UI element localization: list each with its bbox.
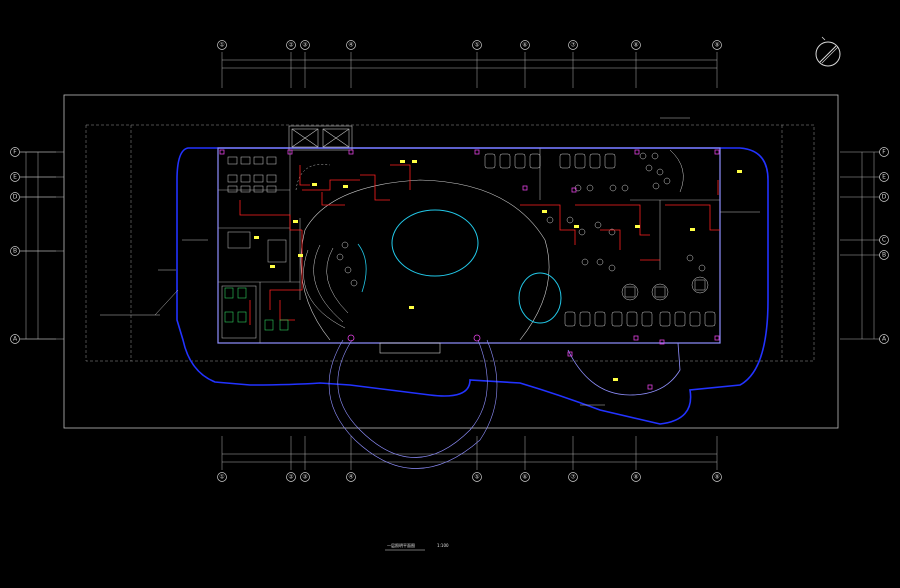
- grid-bubble-left-1: F: [10, 147, 20, 157]
- grid-bubble-left-3: D: [10, 192, 20, 202]
- grid-bubble-bottom-2: ②: [286, 472, 296, 482]
- grid-bubble-bottom-8-label: ⑧: [633, 474, 638, 481]
- grid-bubble-bottom-3-label: ③: [302, 474, 307, 481]
- grid-bubble-top-5-label: ⑤: [474, 42, 479, 49]
- grid-axis-left: F E D B A: [10, 147, 64, 344]
- landscape-outline: [176, 147, 769, 425]
- grid-bubble-bottom-5-label: ⑤: [474, 474, 479, 481]
- spiral-stair: [303, 241, 367, 329]
- grid-axis-right: F E D C B A: [879, 147, 889, 344]
- grid-bubble-bottom-9: ⑨: [712, 472, 722, 482]
- grid-bubble-top-2: ②: [286, 40, 296, 50]
- grid-bubble-top-7-label: ⑦: [570, 42, 576, 49]
- lighting-circuits: [239, 164, 720, 325]
- grid-bubble-left-4: B: [10, 246, 20, 256]
- grid-bubble-left-5: A: [10, 334, 20, 344]
- drawing-title: 一层照明平面图: [387, 542, 415, 548]
- grid-bubble-bottom-8: ⑧: [631, 472, 641, 482]
- bottom-dimension-chain: [221, 436, 718, 470]
- grid-bubble-top-1: ①: [217, 40, 227, 50]
- grid-bubble-bottom-6-label: ⑥: [522, 474, 527, 481]
- grid-bubble-bottom-4-label: ④: [348, 474, 353, 481]
- north-arrow-icon: [815, 36, 841, 67]
- left-dimension-chain: [20, 151, 56, 340]
- grid-bubble-top-6-label: ⑥: [522, 42, 527, 49]
- grid-bubble-bottom-4: ④: [346, 472, 356, 482]
- grid-bubble-right-6: A: [879, 334, 889, 344]
- grid-bubble-right-2: E: [879, 172, 889, 182]
- grid-bubble-top-8-label: ⑧: [633, 42, 638, 49]
- building-outline: [217, 147, 721, 344]
- central-hall-dash: [295, 164, 331, 191]
- grid-bubble-bottom-9-label: ⑨: [714, 474, 719, 481]
- grid-bubble-right-4: C: [879, 235, 889, 245]
- grid-bubble-top-2-label: ②: [288, 42, 294, 49]
- inner-boundary-dashed: [85, 124, 815, 362]
- grid-bubble-left-5-label: A: [13, 336, 18, 343]
- seating-bottom: [564, 311, 716, 327]
- restroom-fixtures: [224, 287, 289, 331]
- grid-bubble-right-6-label: A: [882, 336, 887, 343]
- grid-bubble-top-3-label: ③: [302, 42, 307, 49]
- entrance-plaza: [328, 339, 498, 469]
- grid-bubble-left-3-label: D: [13, 194, 18, 201]
- drawing-title-block: 一层照明平面图 1:100: [385, 542, 449, 551]
- grid-bubble-bottom-1: ①: [217, 472, 227, 482]
- annotation-leaders: [100, 117, 760, 406]
- grid-bubble-top-9-label: ⑨: [714, 42, 719, 49]
- grid-bubble-top-6: ⑥: [520, 40, 530, 50]
- grid-bubble-left-2-label: E: [13, 174, 17, 181]
- central-ellipse: [391, 209, 479, 277]
- terrace-curve: [567, 342, 681, 396]
- grid-bubble-bottom-3: ③: [300, 472, 310, 482]
- grid-axis-bottom: ① ② ③ ④ ⑤ ⑥ ⑦ ⑧ ⑨: [217, 472, 722, 482]
- drawing-scale: 1:100: [437, 543, 449, 548]
- grid-bubble-left-4-label: B: [13, 248, 17, 255]
- top-dimension-chain: [221, 52, 718, 88]
- grid-bubble-right-5: B: [879, 250, 889, 260]
- side-ellipse: [518, 272, 562, 324]
- grid-bubble-top-8: ⑧: [631, 40, 641, 50]
- grid-bubble-right-4-label: C: [882, 237, 886, 244]
- grid-bubble-top-5: ⑤: [472, 40, 482, 50]
- grid-bubble-left-1-label: F: [13, 149, 17, 156]
- room-partitions: [218, 148, 720, 343]
- grid-bubble-right-5-label: B: [882, 252, 886, 259]
- grid-bubble-bottom-5: ⑤: [472, 472, 482, 482]
- grid-bubble-right-1: F: [879, 147, 889, 157]
- grid-bubble-bottom-7: ⑦: [568, 472, 578, 482]
- grid-bubble-top-3: ③: [300, 40, 310, 50]
- grid-axis-top: ① ② ③ ④ ⑤ ⑥ ⑦ ⑧ ⑨: [217, 40, 722, 50]
- grid-bubble-right-3-label: D: [882, 194, 887, 201]
- grid-bubble-bottom-7-label: ⑦: [570, 474, 576, 481]
- grid-bubble-left-2: E: [10, 172, 20, 182]
- central-hall-curve: [300, 179, 550, 341]
- grid-bubble-top-4: ④: [346, 40, 356, 50]
- stair-core: [288, 125, 353, 151]
- column-markers: [219, 149, 720, 390]
- grid-bubble-top-4-label: ④: [348, 42, 353, 49]
- site-boundary: [63, 94, 839, 429]
- seating-left: [227, 156, 277, 193]
- grid-bubble-top-1-label: ①: [219, 42, 224, 49]
- grid-bubble-right-1-label: F: [882, 149, 886, 156]
- grid-bubble-right-3: D: [879, 192, 889, 202]
- seating-round-tables: [621, 276, 709, 301]
- grid-bubble-top-9: ⑨: [712, 40, 722, 50]
- grid-bubble-bottom-1-label: ①: [219, 474, 224, 481]
- grid-bubble-bottom-2-label: ②: [288, 474, 294, 481]
- circuit-tags: [254, 160, 742, 381]
- right-dimension-chain: [840, 151, 880, 340]
- grid-bubble-bottom-6: ⑥: [520, 472, 530, 482]
- seating-top-right: [484, 149, 706, 272]
- grid-bubble-right-2-label: E: [882, 174, 886, 181]
- grid-bubble-top-7: ⑦: [568, 40, 578, 50]
